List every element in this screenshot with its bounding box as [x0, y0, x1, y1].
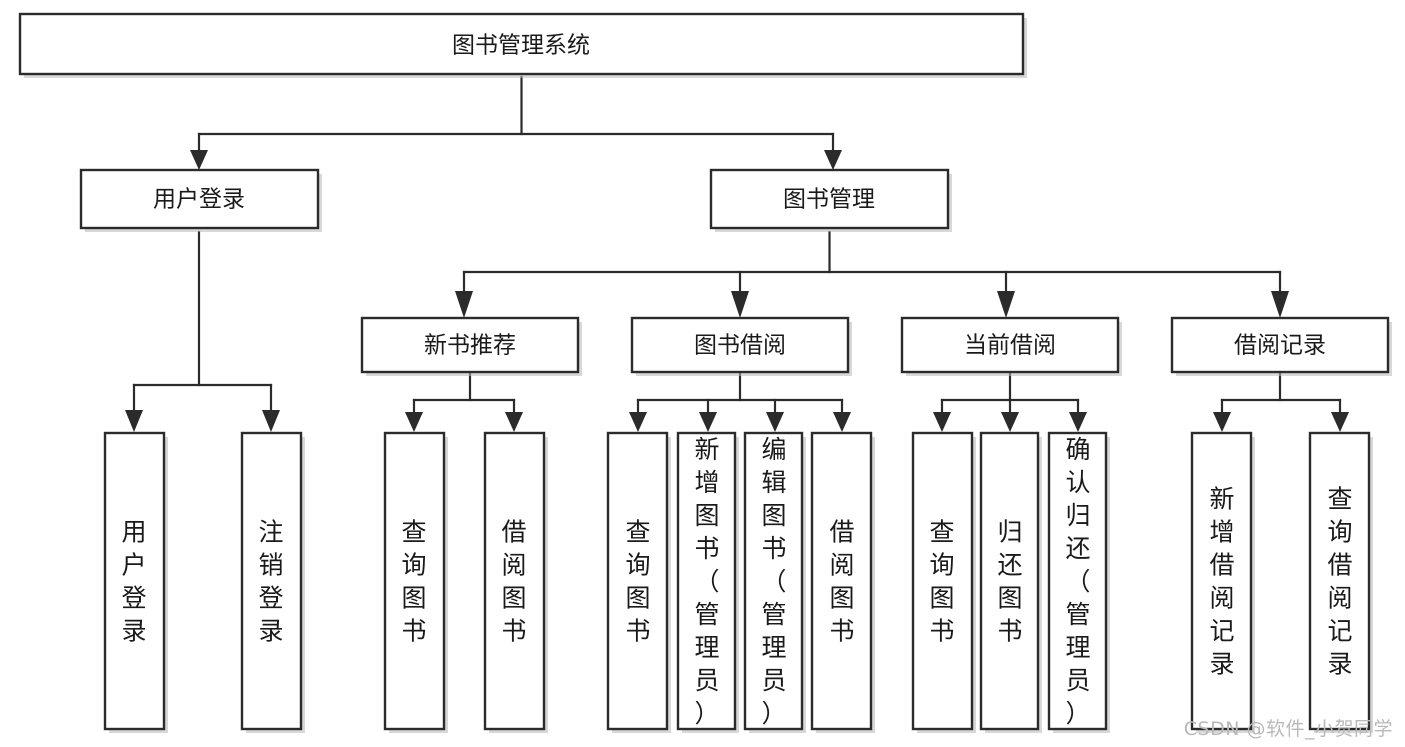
node-record[interactable]: 借阅记录: [1170, 316, 1392, 376]
node-leaf-10[interactable]: 归还图书: [979, 431, 1042, 733]
node-leaf-6[interactable]: 新增图书（管理员）: [676, 431, 739, 733]
node-borrow[interactable]: 图书借阅: [630, 316, 852, 376]
node-leaf-11[interactable]: 确认归还（管理员）: [1047, 431, 1110, 733]
arrow-root-to-login: [190, 150, 208, 170]
node-leaf-12-box[interactable]: [1190, 431, 1253, 731]
node-leaf-10-label: 归还图书: [997, 518, 1022, 646]
node-borrow-box[interactable]: [630, 316, 850, 374]
arrow-root-to-bookmgmt: [824, 150, 842, 170]
node-login-label: 用户登录: [153, 187, 245, 213]
node-leaf-5[interactable]: 查询图书: [606, 431, 671, 733]
arrow-login-to-leaf1: [125, 410, 143, 432]
node-leaf-9[interactable]: 查询图书: [911, 431, 976, 733]
arrow-borrow-to-leaf5: [629, 412, 647, 432]
node-bookmgmt-box[interactable]: [709, 168, 950, 230]
node-leaf-1-label: 用户登录: [121, 518, 146, 646]
node-leaf-10-box[interactable]: [979, 431, 1040, 731]
node-leaf-6-label: 新增图书（管理员）: [694, 435, 719, 728]
node-leaf-6-box[interactable]: [676, 431, 737, 731]
node-newbook[interactable]: 新书推荐: [360, 316, 582, 376]
arrow-borrow-to-leaf6: [699, 412, 717, 432]
node-leaf-2-box[interactable]: [240, 431, 303, 731]
node-current-box[interactable]: [900, 316, 1120, 374]
node-current-label: 当前借阅: [964, 333, 1056, 359]
arrow-current-to-leaf9: [933, 412, 951, 432]
node-newbook-box[interactable]: [360, 316, 580, 374]
node-leaf-1[interactable]: 用户登录: [103, 431, 168, 733]
node-leaf-8[interactable]: 借阅图书: [810, 431, 875, 733]
node-leaf-5-box[interactable]: [606, 431, 669, 731]
node-leaf-7-label: 编辑图书（管理员）: [761, 435, 786, 728]
arrow-borrow-to-leaf8: [833, 412, 851, 432]
node-leaf-12-label: 新增借阅记录: [1209, 485, 1234, 679]
arrow-record-to-leaf12: [1213, 412, 1231, 432]
arrow-bookmgmt-to-newbook: [455, 291, 473, 318]
node-leaf-8-label: 借阅图书: [829, 518, 854, 646]
arrow-bookmgmt-to-record: [1271, 291, 1289, 318]
arrow-bookmgmt-to-borrow: [731, 291, 749, 318]
arrow-current-to-leaf10: [1001, 412, 1019, 432]
node-root[interactable]: 图书管理系统: [18, 12, 1027, 78]
node-leaf-9-box[interactable]: [911, 431, 974, 731]
node-leaf-13-box[interactable]: [1308, 431, 1371, 731]
arrow-bookmgmt-to-current: [997, 291, 1015, 318]
node-leaf-12[interactable]: 新增借阅记录: [1190, 431, 1255, 733]
node-leaf-11-box[interactable]: [1047, 431, 1108, 731]
node-leaf-2-label: 注销登录: [258, 518, 283, 646]
node-current[interactable]: 当前借阅: [900, 316, 1122, 376]
arrow-newbook-to-leaf3: [405, 412, 423, 432]
node-leaf-9-label: 查询图书: [929, 518, 954, 646]
node-borrow-label: 图书借阅: [694, 333, 786, 359]
node-bookmgmt-label: 图书管理: [783, 187, 875, 213]
arrow-current-to-leaf11: [1069, 412, 1087, 432]
node-leaf-7[interactable]: 编辑图书（管理员）: [743, 431, 806, 733]
node-bookmgmt[interactable]: 图书管理: [709, 168, 952, 232]
node-leaf-11-label: 确认归还（管理员）: [1065, 435, 1090, 728]
node-leaf-4-box[interactable]: [483, 431, 546, 731]
node-leaf-8-box[interactable]: [810, 431, 873, 731]
node-record-label: 借阅记录: [1234, 333, 1326, 359]
arrow-newbook-to-leaf4: [505, 412, 523, 432]
node-leaf-13[interactable]: 查询借阅记录: [1308, 431, 1373, 733]
arrow-record-to-leaf13: [1331, 412, 1349, 432]
node-record-box[interactable]: [1170, 316, 1390, 374]
node-leaf-3-label: 查询图书: [401, 518, 426, 646]
node-leaf-3[interactable]: 查询图书: [383, 431, 448, 733]
arrow-borrow-to-leaf7: [766, 412, 784, 432]
arrow-login-to-leaf2: [262, 410, 280, 432]
node-leaf-4-label: 借阅图书: [501, 518, 526, 646]
node-leaf-13-label: 查询借阅记录: [1327, 485, 1352, 679]
node-root-label: 图书管理系统: [452, 33, 590, 59]
node-leaf-3-box[interactable]: [383, 431, 446, 731]
node-root-box[interactable]: [18, 12, 1025, 76]
node-leaf-4[interactable]: 借阅图书: [483, 431, 548, 733]
edges-group: [125, 75, 1349, 432]
node-leaf-1-box[interactable]: [103, 431, 166, 731]
node-newbook-label: 新书推荐: [424, 333, 516, 359]
leaf-nodes-group: 用户登录 注销登录 查询图书 借阅图书 查询图书: [103, 431, 1373, 733]
node-login-box[interactable]: [79, 168, 320, 230]
node-login[interactable]: 用户登录: [79, 168, 322, 232]
node-leaf-5-label: 查询图书: [625, 518, 650, 646]
node-leaf-7-box[interactable]: [743, 431, 804, 731]
node-leaf-2[interactable]: 注销登录: [240, 431, 305, 733]
